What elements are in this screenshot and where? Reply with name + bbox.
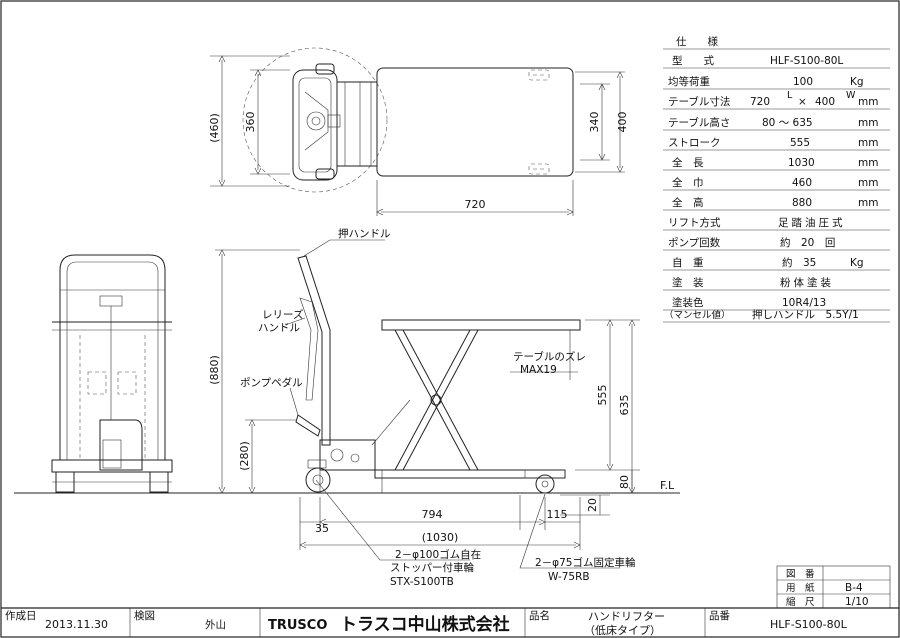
spec-value-weight: 約 35	[782, 256, 816, 269]
spec-table-length-sup: L	[787, 90, 793, 101]
spec-value-coating: 粉体塗装	[780, 276, 834, 289]
label-caster-front-3: STX-S100TB	[390, 576, 454, 588]
spec-label-weight: 自 重	[672, 256, 704, 269]
scale-value: 1/10	[845, 596, 869, 608]
brand-logo: TRUSCO	[268, 618, 327, 633]
dim-360: 360	[244, 112, 257, 133]
paper-value: B-4	[845, 582, 863, 594]
dim-794: 794	[422, 508, 443, 521]
spec-value-pump-count: 約 20 回	[780, 236, 835, 249]
fl-label: F.L	[660, 479, 675, 492]
spec-unit-height: mm	[858, 197, 878, 209]
spec-table-width-sup: W	[846, 90, 856, 101]
label-caster-rear-1: 2－φ75ゴム固定車輪	[535, 556, 636, 569]
label-caster-front-2: ストッパー付車輪	[390, 561, 474, 574]
top-view	[210, 47, 625, 216]
spec-unit-table-height: mm	[858, 117, 878, 129]
spec-unit-stroke: mm	[858, 137, 878, 149]
dim-880: (880)	[208, 355, 221, 385]
spec-value-munsell: 押しハンドル 5.5Y/1	[752, 308, 859, 321]
spec-value-load: 100	[793, 76, 813, 88]
dim-635: 635	[618, 395, 631, 416]
product-no: HLF-S100-80L	[770, 618, 848, 631]
dim-720: 720	[465, 198, 486, 211]
spec-header: 仕 様	[676, 35, 718, 48]
spec-label-width: 全 巾	[672, 176, 704, 189]
table-top-outline	[376, 67, 574, 177]
dim-35: 35	[315, 522, 329, 535]
product-name-label: 品名	[529, 609, 550, 622]
table-side-outline	[381, 319, 581, 331]
drawing-info-box	[776, 565, 891, 609]
label-release-handle-1: レリーズ	[262, 308, 303, 321]
spec-table	[663, 48, 890, 323]
product-no-label: 品番	[709, 610, 730, 622]
dim-280: (280)	[238, 441, 251, 471]
dim-460: (460)	[208, 113, 221, 143]
label-push-handle: 押ハンドル	[338, 227, 391, 240]
drawing-no-label: 図 番	[786, 568, 815, 580]
created-label: 作成日	[5, 610, 37, 622]
spec-label-height: 全 高	[672, 196, 704, 209]
inspector-name: 外山	[205, 619, 226, 631]
dim-20: 20	[586, 498, 599, 512]
spec-label-table-size: テーブル寸法	[668, 95, 730, 108]
spec-value-table-width: 400	[815, 96, 835, 108]
dim-80: 80	[618, 475, 631, 489]
spec-value-table-height: 80 ～ 635	[762, 117, 813, 129]
spec-value-lift-method: 足踏油圧式	[778, 216, 846, 229]
spec-value-model: HLF-S100-80L	[770, 55, 843, 67]
spec-value-width: 460	[792, 177, 812, 189]
spec-value-stroke: 555	[790, 137, 810, 149]
dim-400: 400	[616, 112, 629, 133]
spec-label-lift-method: リフト方式	[668, 216, 721, 229]
dim-115: 115	[547, 508, 568, 521]
spec-label-munsell: （マンセル値）	[664, 309, 731, 321]
inspected-label: 検図	[134, 609, 155, 622]
handle-swing-circle	[242, 47, 388, 193]
spec-value-table-length: 720	[750, 96, 770, 108]
dim-340: 340	[588, 112, 601, 133]
spec-value-color: 10R4/13	[782, 297, 826, 309]
spec-label-length: 全 長	[672, 156, 704, 169]
spec-label-load: 均等荷重	[668, 75, 710, 88]
created-date: 2013.11.30	[45, 618, 108, 631]
dim-555: 555	[596, 385, 609, 406]
spec-table-times: ×	[798, 96, 807, 108]
title-block	[1, 607, 899, 637]
product-name-line2: （低床タイプ）	[584, 623, 661, 637]
front-view	[51, 254, 173, 493]
label-caster-front-1: 2－φ100ゴム自在	[395, 548, 481, 561]
product-name-line1: ハンドリフター	[588, 610, 665, 623]
label-table-deflection-1: テーブルのズレ	[513, 350, 586, 363]
spec-label-color: 塗装色	[672, 296, 704, 309]
side-dimensions	[215, 239, 640, 569]
spec-unit-weight: Kg	[850, 257, 864, 269]
scale-label: 縮 尺	[786, 596, 815, 608]
paper-label: 用 紙	[786, 582, 815, 594]
spec-unit-width: mm	[858, 177, 878, 189]
label-pump-pedal: ポンプペダル	[240, 376, 303, 389]
spec-label-model: 型 式	[672, 54, 714, 67]
spec-unit-load: Kg	[850, 76, 864, 88]
spec-unit-length: mm	[858, 157, 878, 169]
spec-label-pump-count: ポンプ回数	[668, 236, 721, 249]
spec-label-coating: 塗 装	[672, 276, 704, 289]
label-release-handle-2: ハンドル	[258, 322, 300, 334]
company-name: トラスコ中山株式会社	[340, 614, 510, 635]
label-table-deflection-2: MAX19	[520, 364, 557, 376]
spec-label-table-height: テーブル高さ	[668, 116, 730, 129]
label-caster-rear-2: W-75RB	[548, 571, 590, 583]
spec-unit-table-size: mm	[858, 96, 878, 108]
dim-1030: (1030)	[422, 531, 459, 544]
spec-value-length: 1030	[788, 157, 815, 169]
spec-value-height: 880	[792, 197, 812, 209]
spec-label-stroke: ストローク	[668, 137, 721, 149]
side-view	[295, 255, 581, 494]
